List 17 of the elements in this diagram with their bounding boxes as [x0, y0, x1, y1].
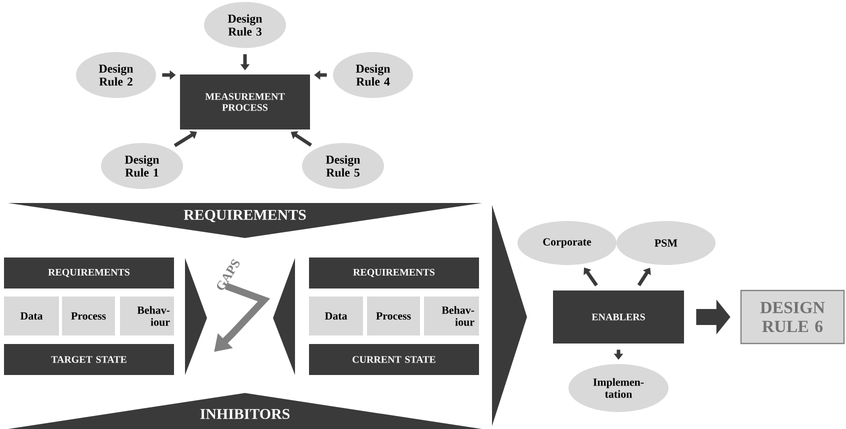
process-box: ENABLERS [553, 290, 684, 344]
category-cell: Process [62, 296, 115, 336]
category-cell: Data [309, 296, 363, 336]
chevron-band: REQUIREMENTS [8, 203, 482, 238]
arrow [174, 130, 197, 148]
category-cell: Behav-iour [424, 296, 479, 336]
category-cell: Data [4, 296, 59, 336]
process-box: MEASUREMENT PROCESS [180, 74, 310, 130]
result-box: DESIGN RULE 6 [740, 290, 845, 344]
state-bar: TARGET STATE [4, 344, 174, 375]
chevron-band: INHIBITORS [8, 393, 482, 429]
arrow [584, 268, 598, 286]
header-bar: REQUIREMENTS [4, 258, 174, 288]
category-cell: Behav-iour [120, 296, 174, 336]
header-bar: REQUIREMENTS [309, 258, 479, 288]
category-cell: Process [367, 296, 420, 336]
state-bar: CURRENT STATE [309, 344, 479, 375]
